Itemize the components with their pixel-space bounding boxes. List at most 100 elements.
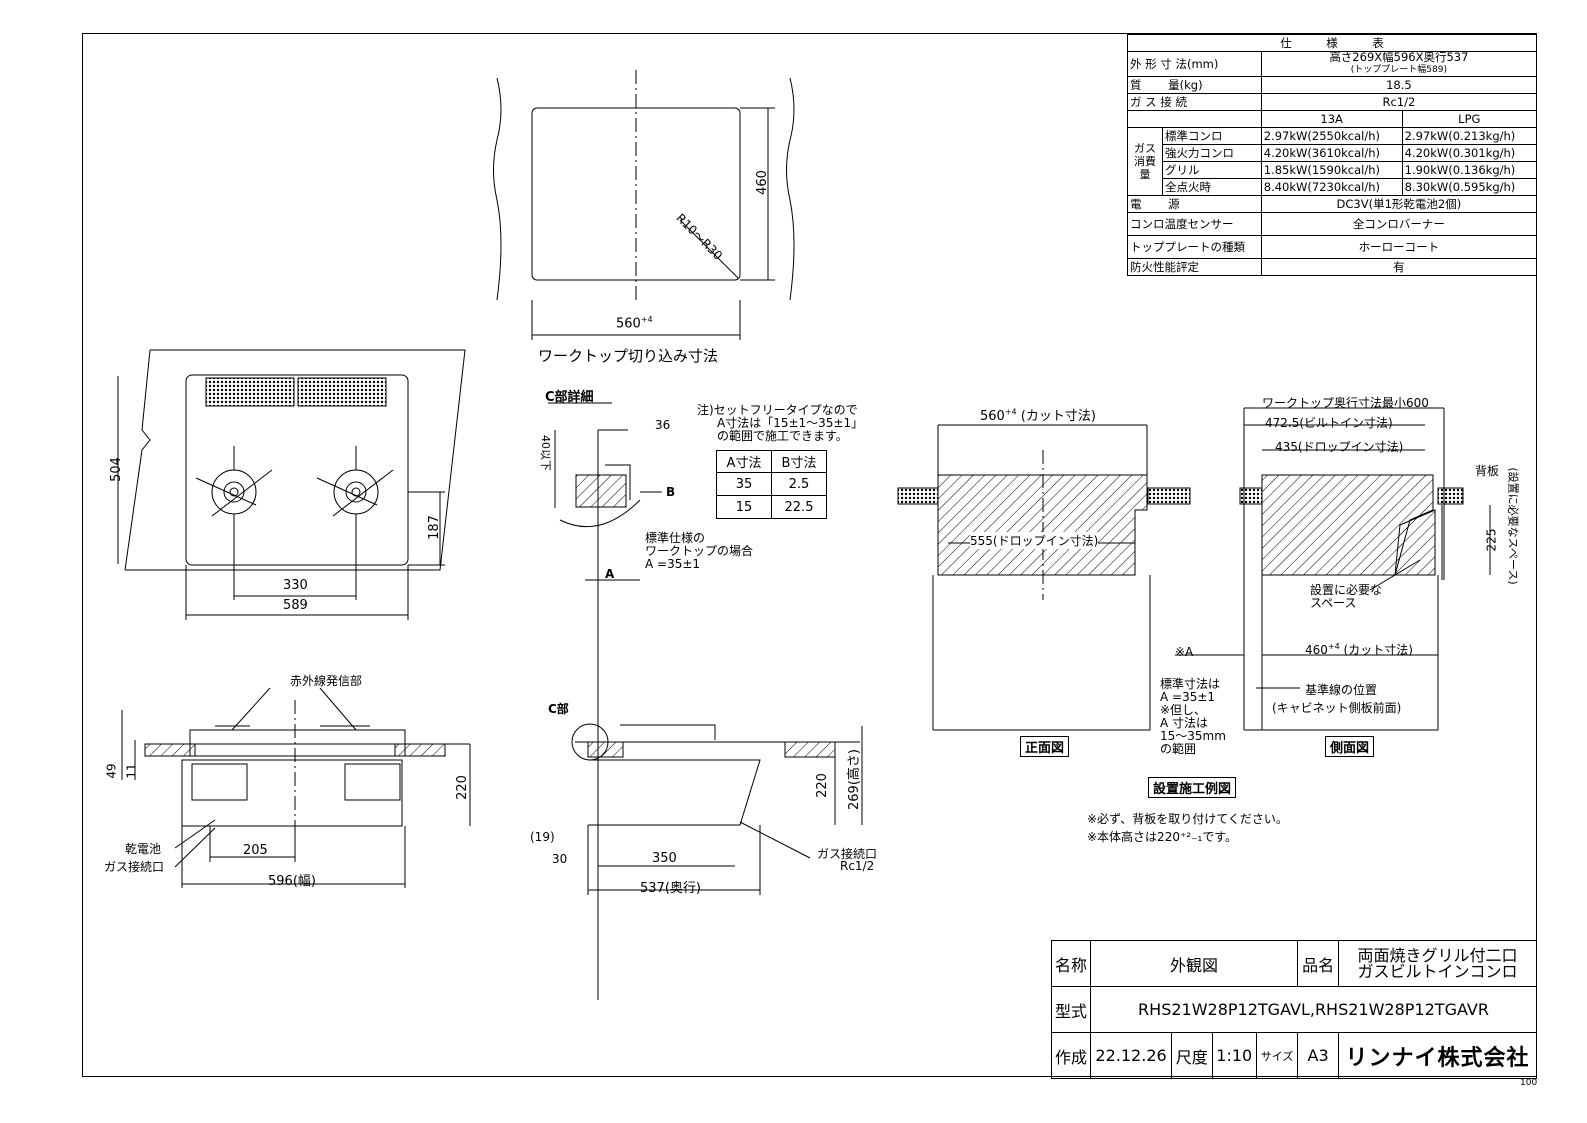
cutout-width: 560+4 [616,315,653,332]
gas-col-lpg: LPG [1401,110,1538,128]
side-cut-dim: 460+4 (カット寸法) [1305,642,1413,657]
spec-label: コンロ温度センサー [1127,212,1262,236]
spec-value: ホーローコート [1260,235,1538,259]
gas-row-label: 標準コンロ [1162,127,1262,145]
spec-label: 質 量(kg) [1127,76,1262,94]
name-label: 名称 [1050,940,1092,987]
gas-value: 1.85kW(1590kcal/h) [1260,161,1403,179]
dim-49: 49 [104,763,119,779]
created-label: 作成 [1050,1032,1092,1079]
spec-value: 18.5 [1260,76,1538,94]
scale-value: 1:10 [1211,1032,1257,1079]
c-detail-view [548,402,662,1000]
worktop-depth: ワークトップ奥行寸法最小600 [1262,396,1429,410]
gas-value: 1.90kW(0.136kg/h) [1401,161,1538,179]
spec-value: 有 [1260,258,1538,276]
space-vertical: (設置に必要なスペース) [1506,467,1520,585]
gas-value: 8.40kW(7230kcal/h) [1260,178,1403,196]
side-rc-label: Rc1/2 [840,859,875,873]
spec-label: 防火性能評定 [1127,258,1262,276]
cutout-view [493,70,795,340]
install-front-view [897,424,1191,731]
label-b: B [666,485,676,499]
product-name: 両面焼きグリル付二口ガスビルトインコンロ [1338,940,1537,987]
install-side-view [1175,407,1491,731]
top-view [117,349,466,620]
dim-589: 589 [283,598,308,613]
dim-504: 504 [108,457,124,482]
gas-value: 4.20kW(3610kcal/h) [1260,144,1403,162]
install-cut-dim: 560+4 (カット寸法) [980,407,1096,424]
c-detail-title: C部詳細 [545,390,594,405]
size-value: A3 [1297,1032,1340,1079]
spec-title: 仕 様 表 [1127,34,1537,52]
gas-row-label: グリル [1162,161,1262,179]
gas-col-13a: 13A [1260,110,1403,128]
dim-350: 350 [652,851,677,866]
gas-row-label: 全点火時 [1162,178,1262,196]
gas-value: 4.20kW(0.301kg/h) [1401,144,1538,162]
dim-30: 30 [552,852,568,866]
drawing-name: 外観図 [1090,940,1299,987]
dim-40: 40以下 [539,435,552,471]
created-date: 22.12.26 [1090,1032,1173,1079]
label-a: A [605,567,615,581]
model-label: 型式 [1050,986,1092,1033]
side-gas-label: ガス接続口 [817,847,878,861]
front-view-title: 正面図 [1020,736,1070,757]
dim-220-side: 220 [814,773,830,798]
gas-row-label: 強火力コンロ [1162,144,1262,162]
model-number: RHS21W28P12TGAVL,RHS21W28P12TGAVR [1090,986,1537,1033]
builtin-dim: 472.5(ビルトイン寸法) [1265,416,1393,430]
space-label: 設置に必要なスペース [1310,583,1383,610]
battery-label: 乾電池 [125,842,162,856]
size-label: サイズ [1255,1032,1299,1079]
spec-label: ガ ス 接 続 [1127,93,1262,111]
spec-value: 全コンロバーナー [1260,212,1538,236]
dim-36: 36 [655,418,671,432]
dropin-dim: 555(ドロップイン寸法) [970,532,1099,549]
scale-label: 尺度 [1171,1032,1213,1079]
dim-225: 225 [1484,528,1499,552]
ir-emitter-label: 赤外線発信部 [290,674,363,688]
product-label: 品名 [1297,940,1340,987]
dropin-side-dim: 435(ドロップイン寸法) [1275,440,1404,454]
cutout-title: ワークトップ切り込み寸法 [538,347,719,365]
dim-187: 187 [426,515,442,540]
spec-label: トッププレートの種類 [1127,235,1262,259]
spec-label: 電 源 [1127,195,1262,213]
dim-269: 269(高さ) [846,749,862,810]
gas-value: 8.30kW(0.595kg/h) [1401,178,1538,196]
dim-220: 220 [454,775,470,800]
install-notes: ※必ず、背板を取り付けてください。※本体高さは220⁺²₋₁です。 [1087,812,1288,844]
backboard-label: 背板 [1475,464,1500,478]
page-number: 100 [1520,1078,1538,1088]
dim-19: (19) [530,830,555,844]
c-part-label: C部 [548,702,569,716]
gas-group-label: ガス消費量 [1127,127,1163,196]
spec-value: Rc1/2 [1260,93,1538,111]
title-block: 名称 外観図 品名 両面焼きグリル付二口ガスビルトインコンロ 型式 RHS21W… [1050,940,1537,1079]
a-marker: ※A [1175,645,1194,659]
front-view [121,687,471,888]
drawing-frame [82,33,1537,1077]
dim-330: 330 [283,578,308,593]
cutout-height: 460 [754,170,770,195]
install-title: 設置施工例図 [1148,777,1237,798]
company-name: リンナイ株式会社 [1338,1032,1537,1079]
dim-596: 596(幅) [268,874,316,889]
baseline-label: 基準線の位置 [1305,683,1378,697]
spec-table: 仕 様 表 外 形 寸 法(mm) 高さ269X幅596X奥行537(トッププレ… [1127,34,1538,276]
side-view [571,723,863,895]
side-view-title: 側面図 [1325,736,1375,757]
baseline-sub: (キャビネット側板前面) [1272,701,1402,715]
gas-inlet-label: ガス接続口 [104,860,165,874]
spec-value: DC3V(単1形乾電池2個) [1260,195,1538,213]
spec-value: 高さ269X幅596X奥行537(トッププレート幅589) [1260,51,1538,77]
gas-value: 2.97kW(2550kcal/h) [1260,127,1403,145]
